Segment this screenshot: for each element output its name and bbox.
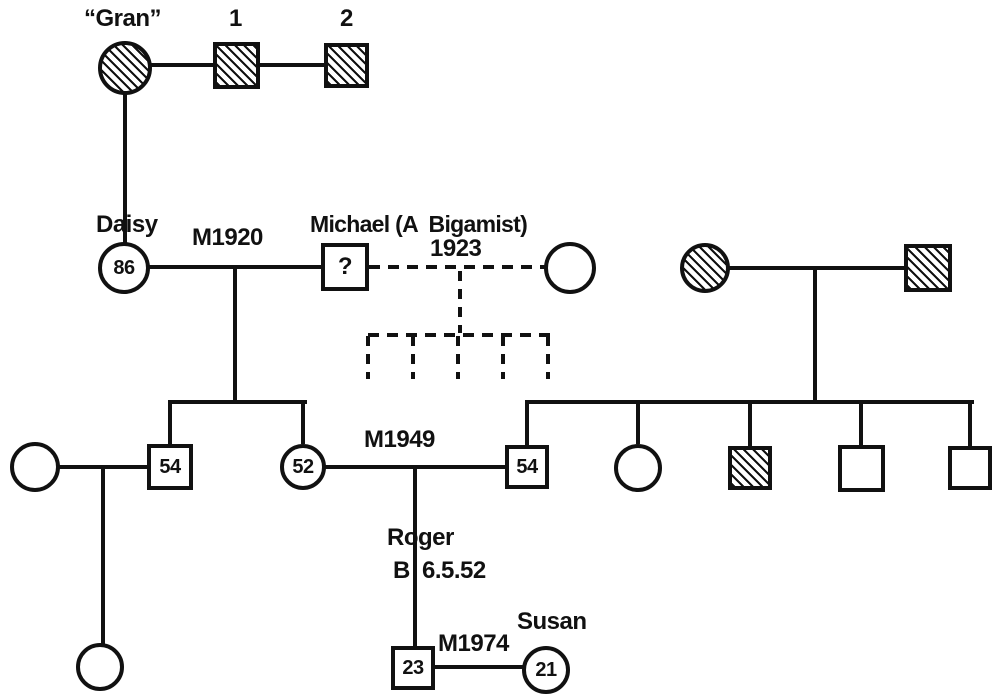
bigamy-year-label: 1923 — [430, 235, 482, 262]
maternal-uncle-square: 54 — [147, 444, 193, 490]
dashed-child-stub-1 — [366, 336, 370, 379]
mother-circle: 52 — [280, 444, 326, 490]
roger-birth-label: B 6.5.52 — [393, 557, 486, 584]
descent-line-roger — [413, 469, 417, 647]
marriage-line-husband1-husband2 — [258, 63, 326, 67]
child-drop-mother52 — [301, 404, 305, 444]
michael-label: Michael (A Bigamist) — [310, 211, 528, 237]
marriage-line-uncle-wife — [58, 465, 148, 469]
child-drop-uncle54 — [168, 404, 172, 445]
paternal-grandmother-circle — [680, 243, 730, 293]
descent-line-m1920 — [233, 269, 237, 402]
second-wife-circle — [544, 242, 596, 294]
sibship-line-daisy-michael — [168, 400, 307, 404]
marriage-1974-label: M1974 — [438, 630, 509, 657]
gran-label: “Gran” — [84, 5, 162, 32]
marriage-line-paternal-grandparents — [728, 266, 906, 270]
susan-label: Susan — [517, 608, 587, 635]
descent-line-cousin — [101, 469, 105, 644]
paternal-uncle-2-square — [838, 445, 885, 492]
child-drop-uncle3 — [968, 404, 972, 446]
dashed-marriage-line-michael-secondwife — [369, 265, 545, 269]
paternal-uncle-hatched-square — [728, 446, 772, 490]
roger-square: 23 — [391, 646, 435, 690]
gran-circle — [98, 41, 152, 95]
marriage-1949-label: M1949 — [364, 426, 435, 453]
father-square: 54 — [505, 445, 549, 489]
paternal-uncle-3-square — [948, 446, 992, 490]
uncle-wife-circle — [10, 442, 60, 492]
daisy-label: Daisy — [96, 211, 158, 238]
marriage-line-m1949 — [324, 465, 506, 469]
daisy-circle: 86 — [98, 242, 150, 294]
descent-line-paternal — [813, 270, 817, 402]
roger-label: Roger — [387, 524, 454, 551]
sibship-line-paternal — [525, 400, 974, 404]
susan-circle: 21 — [522, 646, 570, 694]
descent-line-gran-daisy — [123, 93, 127, 245]
husband1-label: 1 — [229, 5, 242, 32]
husband1-square — [213, 42, 260, 89]
michael-square: ? — [321, 243, 369, 291]
marriage-1920-label: M1920 — [192, 224, 263, 251]
cousin-circle — [76, 643, 124, 691]
child-drop-father54 — [525, 404, 529, 445]
husband2-square — [324, 43, 369, 88]
child-drop-uncle2 — [859, 404, 863, 445]
dashed-child-stub-3 — [456, 336, 460, 379]
marriage-line-gran-husband1 — [149, 63, 217, 67]
child-drop-aunt — [636, 404, 640, 444]
dashed-child-stub-4 — [501, 336, 505, 379]
child-drop-hatched-uncle — [748, 404, 752, 446]
dashed-child-stub-5 — [546, 336, 550, 379]
marriage-line-m1974 — [433, 665, 524, 669]
dashed-descent-line-1923 — [458, 271, 462, 333]
paternal-grandfather-square — [904, 244, 952, 292]
paternal-aunt-circle — [614, 444, 662, 492]
dashed-child-stub-2 — [411, 336, 415, 379]
dashed-sibship-line-1923 — [368, 333, 552, 337]
marriage-line-daisy-michael — [149, 265, 321, 269]
husband2-label: 2 — [340, 5, 353, 32]
